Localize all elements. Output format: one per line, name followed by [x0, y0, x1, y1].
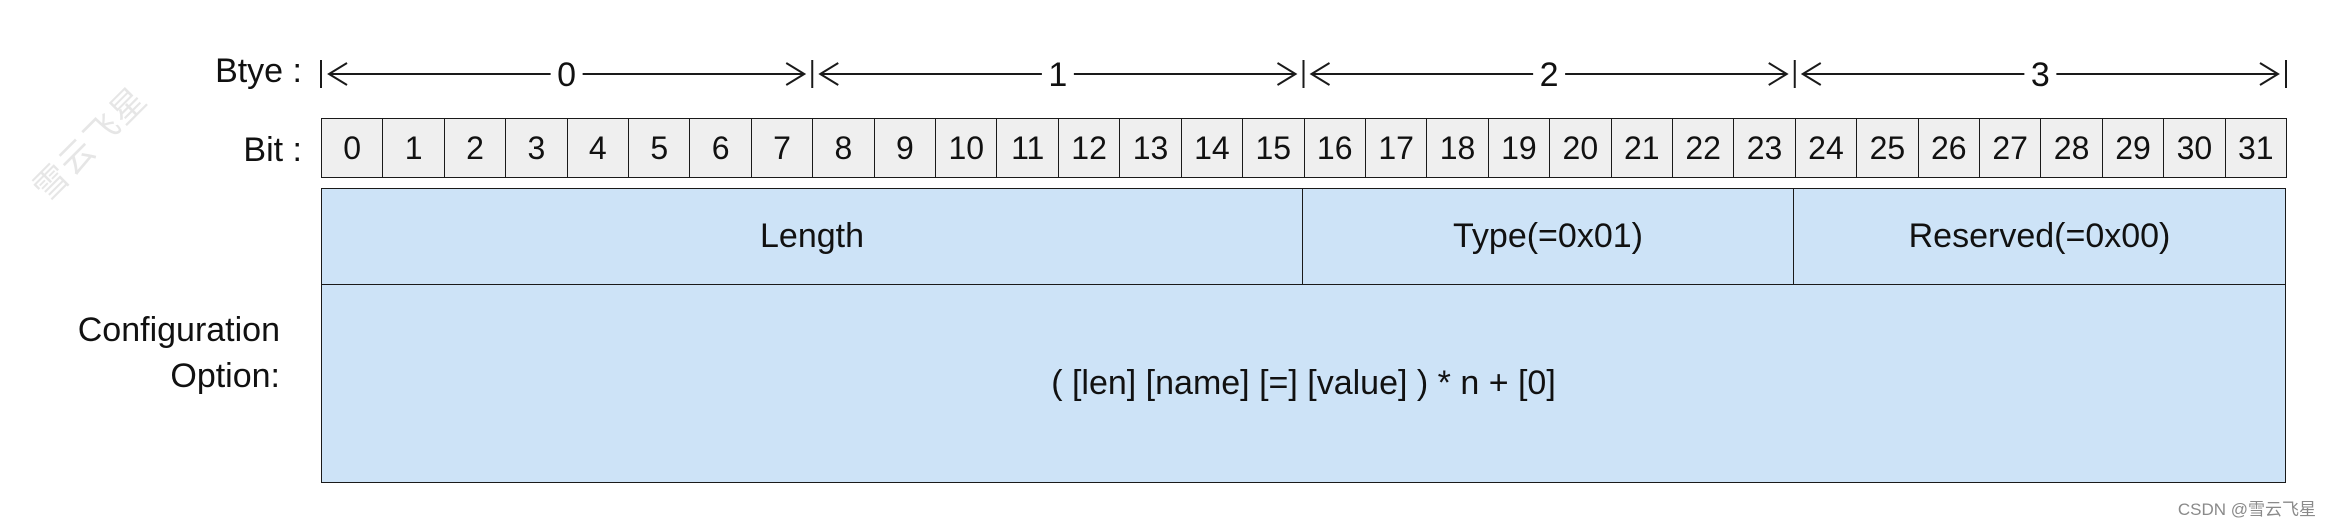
bit-cell: 5 — [628, 118, 691, 178]
bit-cell: 8 — [812, 118, 875, 178]
bit-cell: 26 — [1917, 118, 1980, 178]
bit-cell: 10 — [935, 118, 998, 178]
reserved-field-label: Reserved(=0x00) — [1908, 217, 2171, 255]
bit-cell: 3 — [505, 118, 568, 178]
byte-span-arrow: 0 — [327, 56, 807, 94]
bit-cell: 21 — [1610, 118, 1673, 178]
bit-row-label: Bit : — [243, 131, 302, 169]
bit-cell: 7 — [750, 118, 814, 178]
bit-cell: 23 — [1733, 118, 1796, 178]
bit-cell: 27 — [1978, 118, 2042, 178]
bit-cell: 2 — [443, 118, 507, 178]
byte-span-arrow: 3 — [1800, 56, 2280, 94]
byte-row-label: Btye : — [215, 52, 302, 90]
length-field: Length — [321, 188, 1303, 285]
bit-cell: 19 — [1487, 118, 1551, 178]
bit-cell: 31 — [2224, 118, 2287, 178]
byte-number-label: 0 — [557, 56, 576, 94]
bit-cell: 13 — [1119, 118, 1182, 178]
byte-number-label: 2 — [1540, 56, 1559, 94]
bit-cell: 24 — [1794, 118, 1858, 178]
bit-cell: 18 — [1426, 118, 1489, 178]
bit-cell: 20 — [1549, 118, 1612, 178]
configuration-option-label: Configuration Option: — [78, 307, 280, 399]
configuration-option-value: ( [len] [name] [=] [value] ) * n + [0] — [1051, 364, 1556, 402]
configuration-label-line2: Option: — [170, 357, 280, 395]
bit-cell: 29 — [2101, 118, 2165, 178]
bit-cell: 30 — [2163, 118, 2226, 178]
bit-cell: 6 — [689, 118, 752, 178]
bit-cell: 28 — [2040, 118, 2103, 178]
bit-cell: 1 — [382, 118, 445, 178]
bit-cell: 14 — [1180, 118, 1244, 178]
bit-cell: 0 — [321, 118, 384, 178]
bit-cell: 22 — [1671, 118, 1735, 178]
reserved-field: Reserved(=0x00) — [1793, 188, 2286, 285]
bit-cell: 16 — [1303, 118, 1366, 178]
bit-cell: 17 — [1364, 118, 1428, 178]
watermark-corner: CSDN @雪云飞星 — [2177, 500, 2316, 519]
byte-number-label: 1 — [1048, 56, 1067, 94]
byte-span-arrow: 2 — [1309, 56, 1789, 94]
bit-cell: 11 — [996, 118, 1059, 178]
bit-cell: 9 — [873, 118, 937, 178]
bit-cell: 4 — [566, 118, 630, 178]
bit-cell: 25 — [1856, 118, 1919, 178]
byte-span-arrow: 1 — [818, 56, 1298, 94]
byte-arrow-row: 0 1 2 3 — [320, 56, 2287, 94]
bit-cell: 12 — [1057, 118, 1121, 178]
type-field-label: Type(=0x01) — [1453, 217, 1643, 255]
type-field: Type(=0x01) — [1302, 188, 1794, 285]
configuration-label-line1: Configuration — [77, 311, 280, 349]
length-field-label: Length — [760, 217, 864, 255]
byte-number-label: 3 — [2031, 56, 2050, 94]
configuration-option-field: ( [len] [name] [=] [value] ) * n + [0] — [321, 284, 2286, 483]
bit-cell: 15 — [1242, 118, 1305, 178]
